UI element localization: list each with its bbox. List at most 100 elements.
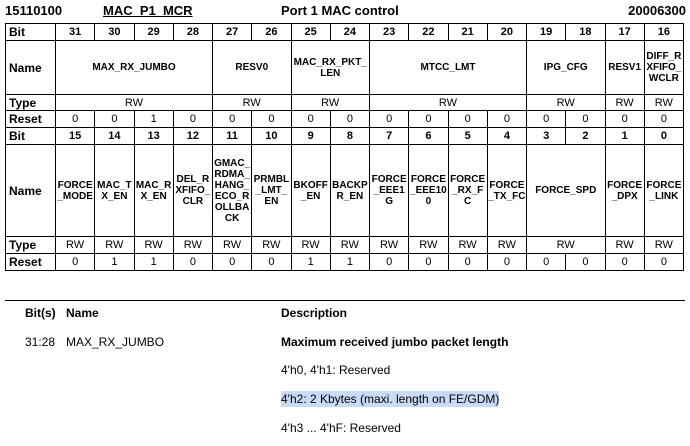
reset-bit: 0 — [251, 253, 292, 271]
reset-bit: 0 — [525, 253, 567, 271]
field-type: RW — [94, 236, 135, 254]
field-type: RW — [54, 236, 96, 254]
field-type: RW — [643, 236, 685, 254]
reset-bit: 0 — [54, 253, 96, 271]
row-label-bit: Bit — [5, 127, 56, 145]
desc-header-bits: Bit(s) — [25, 306, 56, 320]
field-type: RW — [369, 94, 527, 111]
bit-number: 30 — [94, 23, 135, 41]
bit-number: 7 — [368, 127, 410, 145]
bit-number: 1 — [604, 127, 645, 145]
field-type: RW — [290, 94, 370, 111]
bit-number: 12 — [172, 127, 214, 145]
reset-bit: 0 — [643, 110, 685, 128]
field-name: FORCE_SPD — [526, 144, 606, 237]
reset-bit: 0 — [368, 253, 410, 271]
reset-bit: 0 — [251, 110, 292, 128]
bit-number: 5 — [447, 127, 488, 145]
field-name: MAC_TX_EN — [94, 144, 135, 237]
bit-number: 17 — [604, 23, 645, 41]
field-name: FORCE_EEE100 — [408, 144, 449, 237]
register-reset-value: 20006300 — [628, 3, 686, 18]
upper-bit-row: Bit 31 30 29 28 27 26 25 24 23 22 21 20 … — [5, 23, 685, 41]
field-name: BKOFF_EN — [290, 144, 331, 237]
reset-bit: 0 — [565, 110, 606, 128]
reset-bit: 0 — [172, 110, 214, 128]
field-name: FORCE_EEE1G — [368, 144, 410, 237]
bit-number: 29 — [133, 23, 174, 41]
upper-name-row: Name MAX_RX_JUMBO RESV0 MAC_RX_PKT_LEN M… — [5, 40, 685, 95]
field-type: RW — [329, 236, 371, 254]
register-header: 15110100 MAC_P1_MCR Port 1 MAC control 2… — [0, 0, 690, 22]
reset-bit: 0 — [643, 253, 685, 271]
reset-bit: 0 — [54, 110, 96, 128]
bit-number: 31 — [54, 23, 96, 41]
reset-bit: 0 — [525, 110, 567, 128]
bit-number: 20 — [486, 23, 528, 41]
row-label-type: Type — [5, 94, 56, 111]
field-name: RESV1 — [604, 40, 645, 95]
field-bits: 31:28 — [25, 335, 56, 349]
field-type: RW — [604, 236, 645, 254]
bit-number: 10 — [251, 127, 292, 145]
field-name: FORCE_TX_FC — [486, 144, 528, 237]
field-name: FORCE_RX_FC — [447, 144, 488, 237]
divider — [5, 300, 685, 301]
desc-header-name: Name — [66, 306, 99, 320]
bit-number: 11 — [211, 127, 253, 145]
bit-number: 21 — [447, 23, 488, 41]
bit-number: 23 — [368, 23, 410, 41]
register-title: Port 1 MAC control — [281, 3, 399, 18]
field-type: RW — [526, 94, 606, 111]
description-line: 4'h3 ... 4'hF: Reserved — [281, 421, 401, 435]
row-label-type: Type — [5, 236, 56, 254]
reset-bit: 1 — [133, 110, 174, 128]
reset-bit: 0 — [565, 253, 606, 271]
description-line-highlighted-wrap: 4'h2: 2 Kbytes (maxi. length on FE/GDM) — [281, 391, 500, 407]
description-line-highlighted[interactable]: 4'h2: 2 Kbytes (maxi. length on FE/GDM) — [281, 391, 500, 407]
field-name: RESV0 — [212, 40, 292, 95]
field-type: RW — [133, 236, 174, 254]
reset-bit: 0 — [368, 110, 410, 128]
bit-number: 27 — [211, 23, 253, 41]
lower-bit-row: Bit 15 14 13 12 11 10 9 8 7 6 5 4 3 2 1 … — [5, 127, 685, 145]
reset-bit: 0 — [486, 253, 528, 271]
description-line: 4'h0, 4'h1: Reserved — [281, 363, 391, 377]
bit-number: 25 — [290, 23, 331, 41]
reset-bit: 0 — [447, 253, 488, 271]
field-name: MAC_RX_EN — [133, 144, 174, 237]
bit-number: 24 — [329, 23, 371, 41]
row-label-name: Name — [5, 40, 56, 95]
reset-bit: 0 — [604, 110, 645, 128]
lower-name-row: Name FORCE_MODE MAC_TX_EN MAC_RX_EN DEL_… — [5, 144, 685, 237]
register-address: 15110100 — [5, 3, 63, 18]
reset-bit: 0 — [408, 110, 449, 128]
field-type: RW — [604, 94, 645, 111]
bit-number: 2 — [565, 127, 606, 145]
field-type: RW — [212, 94, 292, 111]
reset-bit: 1 — [329, 253, 371, 271]
field-name: MAC_RX_PKT_LEN — [290, 40, 370, 95]
field-type: RW — [368, 236, 410, 254]
register-bit-table: Bit 31 30 29 28 27 26 25 24 23 22 21 20 … — [5, 23, 685, 271]
field-type: RW — [290, 236, 331, 254]
register-name: MAC_P1_MCR — [103, 3, 193, 18]
field-type: RW — [486, 236, 528, 254]
field-type: RW — [251, 236, 292, 254]
upper-type-row: Type RW RW RW RW RW RW RW — [5, 94, 685, 111]
field-name: FORCE_DPX — [604, 144, 645, 237]
bit-number: 18 — [565, 23, 606, 41]
reset-bit: 0 — [486, 110, 528, 128]
field-name: FORCE_LINK — [643, 144, 685, 237]
bit-number: 13 — [133, 127, 174, 145]
row-label-reset: Reset — [5, 253, 56, 271]
reset-bit: 0 — [290, 110, 331, 128]
field-name: PRMBL_LMT_EN — [251, 144, 292, 237]
bit-number: 22 — [408, 23, 449, 41]
field-type: RW — [447, 236, 488, 254]
row-label-bit: Bit — [5, 23, 56, 41]
bit-number: 4 — [486, 127, 528, 145]
field-type: RW — [55, 94, 213, 111]
bit-number: 8 — [329, 127, 371, 145]
reset-bit: 0 — [211, 253, 253, 271]
